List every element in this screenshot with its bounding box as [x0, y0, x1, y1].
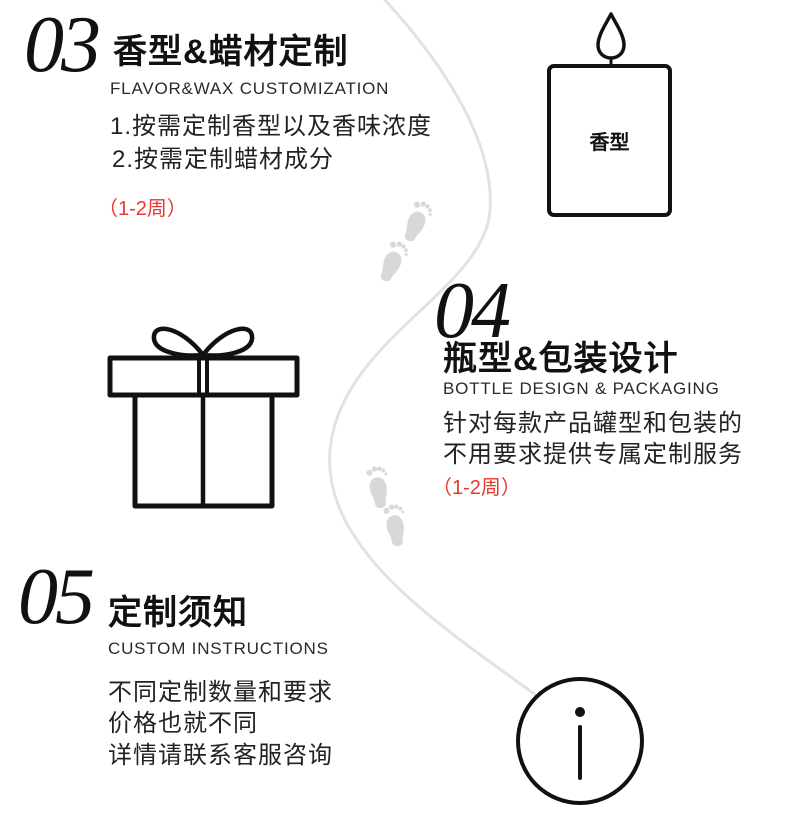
step-description-line: 不同定制数量和要求: [108, 679, 333, 706]
step-title: 瓶型&包装设计: [443, 340, 679, 378]
step-description-line: 详情请联系客服咨询: [108, 742, 333, 769]
step-description-line: 不用要求提供专属定制服务: [443, 441, 743, 468]
curved-path-line: [328, 0, 539, 698]
step-description-line: 1.按需定制香型以及香味浓度: [110, 113, 433, 140]
info-icon: [510, 671, 650, 811]
step-number: 04: [434, 267, 511, 355]
info-dot: [575, 707, 585, 717]
step-duration: （1-2周）: [432, 477, 521, 499]
info-circle: [516, 677, 644, 805]
footprint-icon: [382, 502, 409, 548]
candle-body: [547, 64, 672, 217]
step-title: 定制须知: [108, 594, 248, 632]
footprint-icon: [365, 464, 392, 510]
step-subtitle: CUSTOM INSTRUCTIONS: [108, 639, 329, 658]
candle-icon: 香型: [540, 8, 680, 223]
step-description-line: 针对每款产品罐型和包装的: [443, 410, 743, 437]
step-duration: （1-2周）: [98, 198, 187, 220]
footprint-icon: [399, 198, 436, 246]
step-subtitle: BOTTLE DESIGN & PACKAGING: [443, 379, 720, 398]
gift-lid: [107, 355, 300, 398]
step-description-line: 2.按需定制蜡材成分: [112, 146, 335, 173]
step-title: 香型&蜡材定制: [113, 33, 349, 71]
step-subtitle: FLAVOR&WAX CUSTOMIZATION: [110, 79, 390, 98]
step-number: 05: [18, 553, 95, 641]
gift-box-icon: [100, 315, 310, 515]
step-number: 03: [24, 1, 101, 89]
flame-shape: [596, 12, 626, 60]
footprint-icon: [375, 238, 412, 286]
step-description-line: 价格也就不同: [108, 710, 258, 737]
candle-label: 香型: [589, 132, 630, 154]
bow-left-loop: [151, 326, 206, 358]
bow-right-loop: [200, 326, 255, 358]
